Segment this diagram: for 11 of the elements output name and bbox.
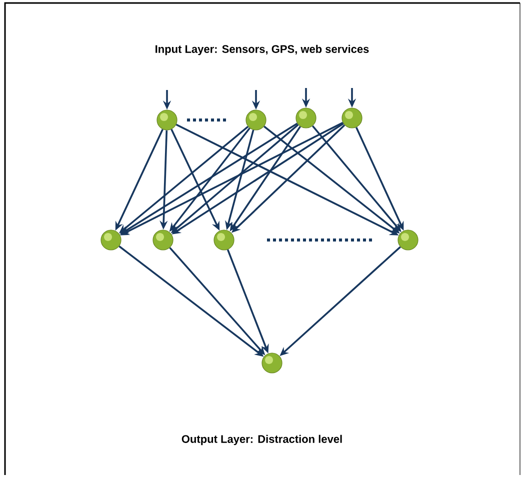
- layer-caption: Input Layer: Sensors, GPS, web services: [156, 44, 369, 56]
- neuron-ball: [296, 108, 316, 128]
- neuron-ball: [214, 230, 234, 250]
- neuron-ball: [100, 230, 122, 250]
- neuron-ball: [398, 230, 418, 250]
- layer-caption: Output Layer: Distraction level: [182, 434, 342, 446]
- neuron-ball: [342, 108, 362, 128]
- neuron-ball: [246, 110, 266, 130]
- neuron-ball: [262, 352, 282, 374]
- neuron-ball: [156, 110, 178, 130]
- neuron-ball: [152, 230, 174, 250]
